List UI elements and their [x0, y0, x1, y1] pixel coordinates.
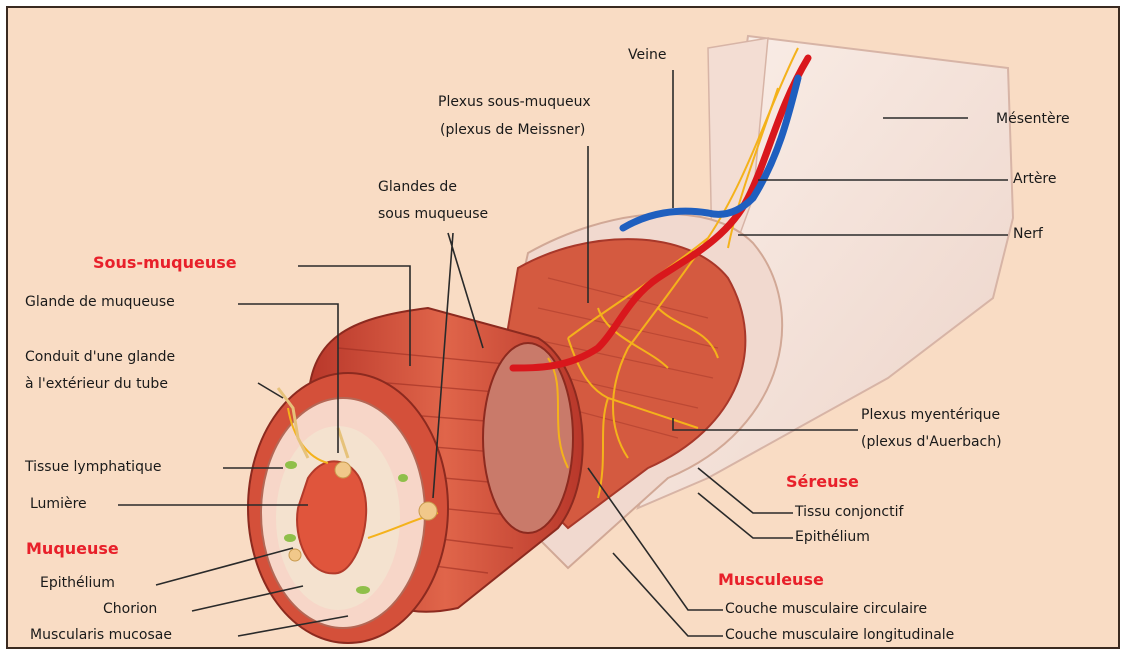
label-couche-circulaire: Couche musculaire circulaire	[725, 600, 927, 618]
label-veine: Veine	[628, 46, 666, 64]
label-tissu-conjonctif: Tissu conjonctif	[795, 503, 903, 521]
label-glandes-2: sous muqueuse	[378, 205, 488, 223]
label-plexus-sm-1: Plexus sous-muqueux	[438, 93, 591, 111]
label-glandes-1: Glandes de	[378, 178, 457, 196]
label-epithelium-muq: Epithélium	[40, 574, 115, 592]
label-glande-muqueuse: Glande de muqueuse	[25, 293, 175, 311]
diagram-frame: Veine Plexus sous-muqueux (plexus de Mei…	[6, 6, 1120, 649]
label-muscularis: Muscularis mucosae	[30, 626, 172, 644]
label-plexus-sm-2: (plexus de Meissner)	[440, 121, 585, 139]
label-tissue-lymphatique: Tissue lymphatique	[25, 458, 161, 476]
leader-epithelium-ser	[698, 493, 793, 538]
label-nerf: Nerf	[1013, 225, 1043, 243]
label-artere: Artère	[1013, 170, 1057, 188]
label-mesentere: Mésentère	[996, 110, 1070, 128]
cross-section	[248, 373, 448, 643]
label-sous-muqueuse: Sous-muqueuse	[93, 254, 237, 272]
label-couche-longitudinale: Couche musculaire longitudinale	[725, 626, 954, 644]
label-sereuse: Séreuse	[786, 473, 859, 491]
label-plexus-my-2: (plexus d'Auerbach)	[861, 433, 1002, 451]
label-musculeuse: Musculeuse	[718, 571, 824, 589]
label-epithelium-ser: Epithélium	[795, 528, 870, 546]
label-lumiere: Lumière	[30, 495, 87, 513]
label-chorion: Chorion	[103, 600, 157, 618]
label-conduit-2: à l'extérieur du tube	[25, 375, 168, 393]
label-muqueuse: Muqueuse	[26, 540, 119, 558]
leader-couche-long	[613, 553, 723, 636]
label-conduit-1: Conduit d'une glande	[25, 348, 175, 366]
label-plexus-my-1: Plexus myentérique	[861, 406, 1000, 424]
